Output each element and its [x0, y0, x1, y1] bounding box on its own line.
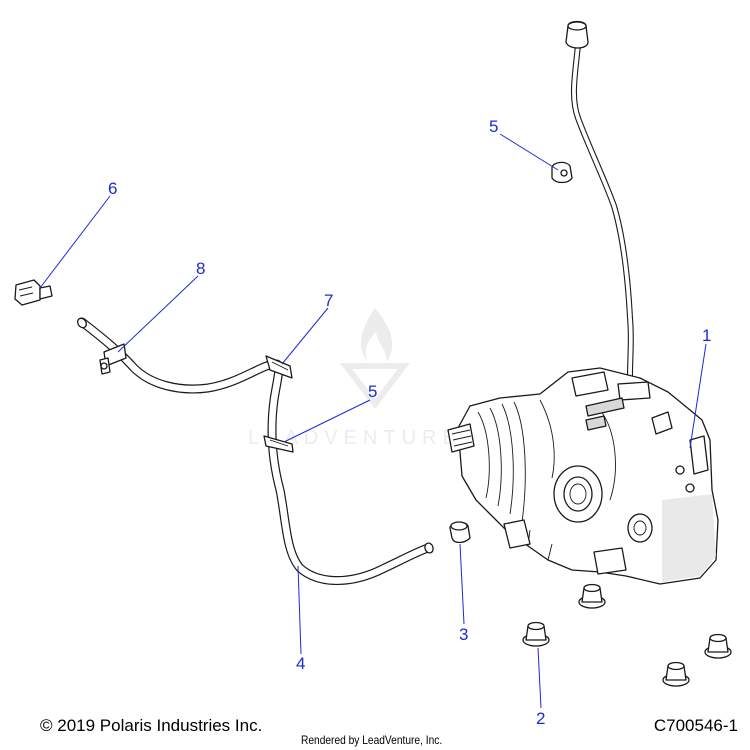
callout-4: 4: [296, 654, 305, 673]
breather-tube: [565, 20, 634, 379]
part-7-clip: [265, 355, 293, 379]
callout-3: 3: [459, 625, 468, 644]
bolt: [704, 633, 732, 659]
copyright-text: © 2019 Polaris Industries Inc.: [40, 716, 263, 735]
leader-2: [537, 647, 542, 709]
part-5-clip-lower: [263, 435, 294, 453]
watermark: LEADVENTURE: [248, 308, 462, 449]
callout-5-upper: 5: [489, 117, 498, 136]
watermark-text: LEADVENTURE: [248, 427, 462, 449]
leader-8: [117, 275, 199, 353]
bolt: [522, 621, 550, 647]
flame-logo-icon: [339, 308, 411, 409]
callout-6: 6: [108, 179, 117, 198]
leader-1: [689, 343, 707, 449]
bolt: [578, 583, 606, 609]
part-4-vent-hose: [76, 317, 434, 585]
callout-8: 8: [196, 259, 205, 278]
part-1-differential: [447, 367, 719, 585]
leader-lines: [39, 133, 707, 709]
drawing-id: C700546-1: [653, 716, 738, 735]
leader-6: [39, 195, 111, 289]
callouts: 1 2 3 4 5 5 6 7 8: [108, 117, 711, 728]
callout-7: 7: [324, 291, 333, 310]
part-2-bolts: [522, 583, 732, 687]
callout-2: 2: [536, 709, 545, 728]
bolt: [662, 661, 690, 687]
rendered-by-text: Rendered by LeadVenture, Inc.: [301, 733, 443, 747]
leader-4: [297, 565, 302, 655]
leader-3: [459, 543, 465, 625]
leader-7: [281, 307, 329, 365]
leader-5a: [499, 133, 559, 171]
leader-5b: [283, 399, 371, 443]
callout-5-lower: 5: [368, 382, 377, 401]
callout-1: 1: [702, 326, 711, 345]
part-5-clip-upper: [551, 161, 573, 184]
part-6-fitting: [14, 279, 53, 306]
part-3-plug: [449, 521, 471, 544]
